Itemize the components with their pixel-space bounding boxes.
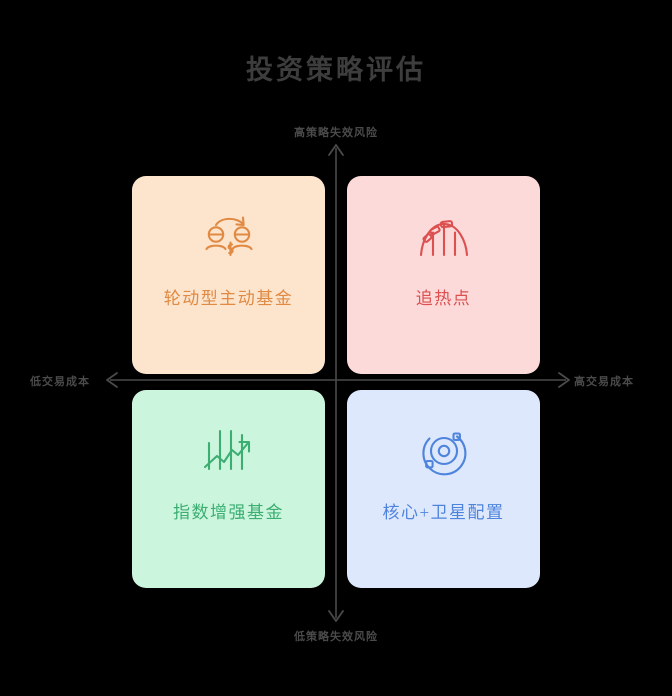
horizontal-axis-arrow-left <box>106 372 118 388</box>
quadrant-label-bottom-left: 指数增强基金 <box>173 503 284 522</box>
orbit-satellite-icon-svg <box>421 432 466 476</box>
axis-label-bottom: 低策略失效风险 <box>294 631 378 643</box>
rising-chart-arrow-icon <box>203 420 255 482</box>
axis-label-right: 高交易成本 <box>574 376 634 388</box>
roller-coaster-icon-svg <box>419 220 468 257</box>
axis-label-top: 高策略失效风险 <box>294 127 378 139</box>
rotation-people-dollar-icon-svg <box>204 216 253 257</box>
vertical-axis-arrow-up <box>328 144 344 156</box>
quadrant-card-top-right[interactable]: 追热点 <box>347 176 540 374</box>
quadrant-label-top-right: 追热点 <box>415 289 472 308</box>
quadrant-card-bottom-right[interactable]: 核心+卫星配置 <box>347 390 540 588</box>
roller-coaster-icon <box>417 206 471 268</box>
quadrant-label-bottom-right: 核心+卫星配置 <box>382 503 505 522</box>
rising-chart-arrow-icon-svg <box>203 429 250 471</box>
quadrant-card-top-left[interactable]: 轮动型主动基金 <box>132 176 325 374</box>
rotation-people-dollar-icon <box>201 206 257 268</box>
quadrant-label-top-left: 轮动型主动基金 <box>163 289 294 308</box>
vertical-axis-arrow-down <box>328 610 344 622</box>
horizontal-axis-arrow-right <box>558 372 570 388</box>
orbit-satellite-icon <box>418 420 470 482</box>
page-title: 投资策略评估 <box>246 55 426 85</box>
quadrant-card-bottom-left[interactable]: 指数增强基金 <box>132 390 325 588</box>
axis-label-left: 低交易成本 <box>30 376 90 388</box>
